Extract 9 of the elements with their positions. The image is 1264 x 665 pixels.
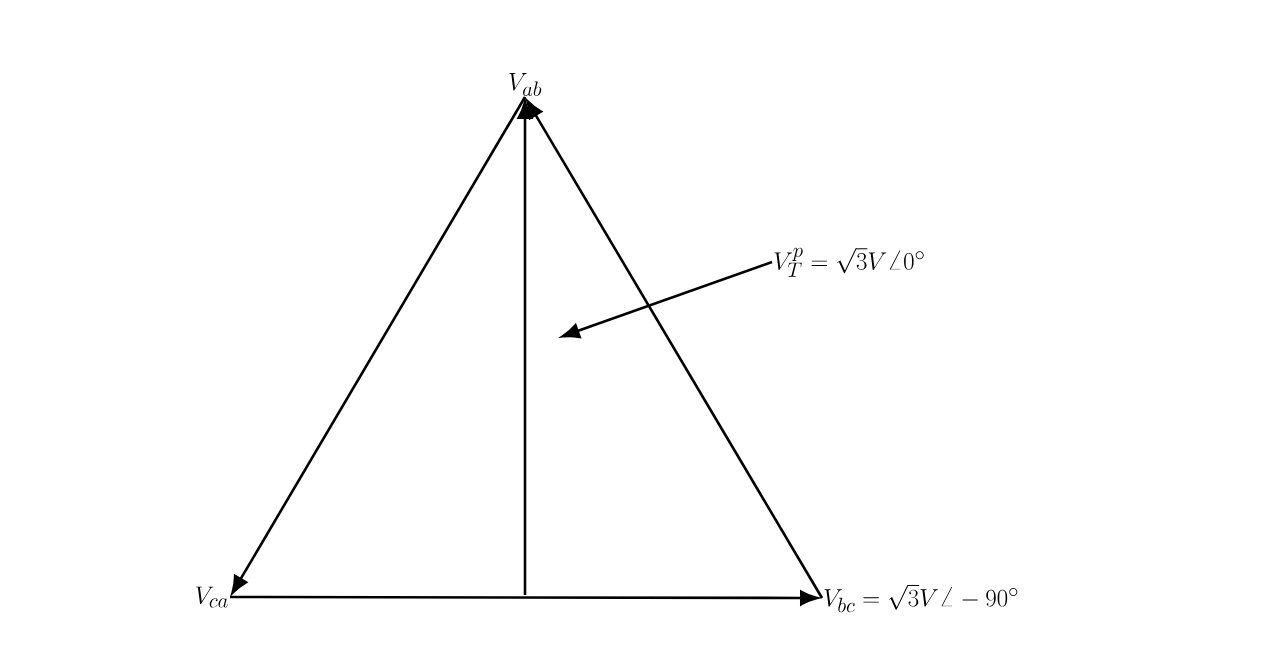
equation-label: $V_T^p = \sqrt{3}V \angle 0^\circ$ bbox=[774, 247, 924, 277]
vertex-label: $V_{ca}$ bbox=[196, 586, 228, 608]
arrow bbox=[526, 100, 824, 599]
equation-label: $V_{bc} = \sqrt{3}V \angle -90^\circ$ bbox=[824, 585, 1018, 613]
arrow bbox=[230, 590, 819, 606]
leader-arrow bbox=[561, 260, 773, 339]
arrow bbox=[517, 100, 533, 595]
arrow bbox=[231, 96, 527, 594]
vertex-label: $V_{ab}$ bbox=[509, 73, 542, 96]
